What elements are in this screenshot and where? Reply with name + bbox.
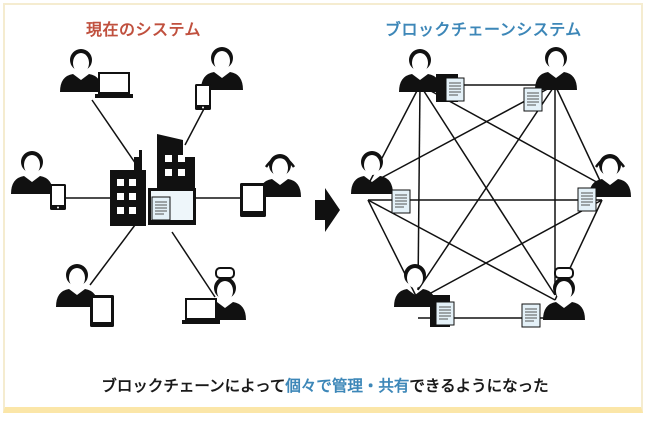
blockchain-system-title: ブロックチェーンシステム — [385, 20, 582, 39]
node-man-ledger — [351, 151, 411, 214]
caption-part2: できるようになった — [409, 377, 549, 395]
node-operator-ledger — [577, 154, 631, 212]
right-arrow-icon — [315, 188, 340, 232]
link-woman-laptop — [91, 99, 141, 171]
link-chef — [171, 231, 216, 298]
link-waiter — [184, 104, 207, 146]
caption: ブロックチェーンによって個々で管理・共有できるようになった — [0, 374, 650, 396]
node-woman-ledger — [399, 49, 465, 102]
node-waiter-phone — [195, 47, 243, 110]
star-connections — [66, 99, 240, 298]
node-operator-tablet — [240, 154, 301, 217]
node-woman-laptop — [60, 49, 133, 98]
caption-part1: ブロックチェーンによって — [101, 377, 286, 395]
node-waiter-ledger — [523, 47, 577, 112]
node-woman-tablet — [56, 264, 114, 327]
current-system-title: 現在のシステム — [86, 20, 202, 39]
link-woman-tablet — [89, 224, 136, 286]
node-chef-ledger — [521, 267, 585, 328]
node-woman2-ledger — [394, 264, 455, 327]
company-server-icon — [110, 134, 196, 226]
node-chef-laptop — [182, 267, 246, 324]
node-man-phone — [11, 151, 66, 210]
caption-highlight: 個々で管理・共有 — [285, 377, 410, 395]
